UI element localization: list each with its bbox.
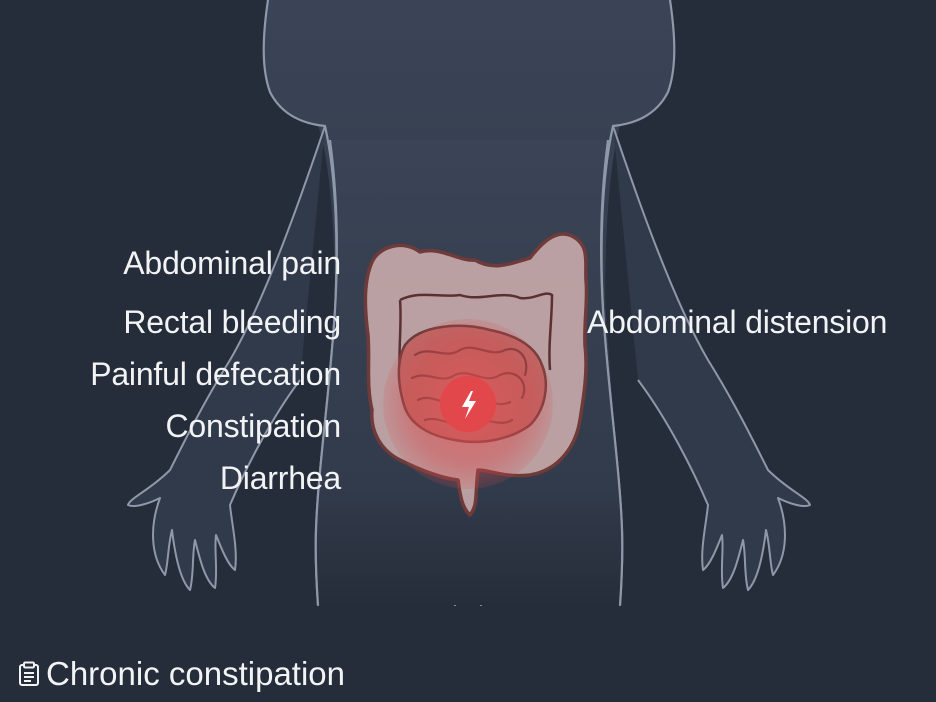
symptom-abdominal-pain: Abdominal pain (123, 245, 341, 281)
pain-marker (440, 376, 496, 432)
left-arm-outline (127, 125, 326, 591)
caption-text: Chronic constipation (46, 655, 345, 692)
symptom-constipation: Constipation (165, 408, 342, 444)
symptom-painful-defecation: Painful defecation (90, 356, 341, 392)
condition-caption: Chronic constipation (18, 654, 345, 694)
symptom-abdominal-distension: Abdominal distension (587, 304, 888, 340)
right-arm-outline (612, 125, 811, 591)
symptom-diarrhea: Diarrhea (219, 460, 341, 496)
lightning-bolt-icon (462, 391, 476, 419)
clipboard-icon (19, 661, 39, 686)
symptom-rectal-bleeding: Rectal bleeding (123, 304, 341, 340)
